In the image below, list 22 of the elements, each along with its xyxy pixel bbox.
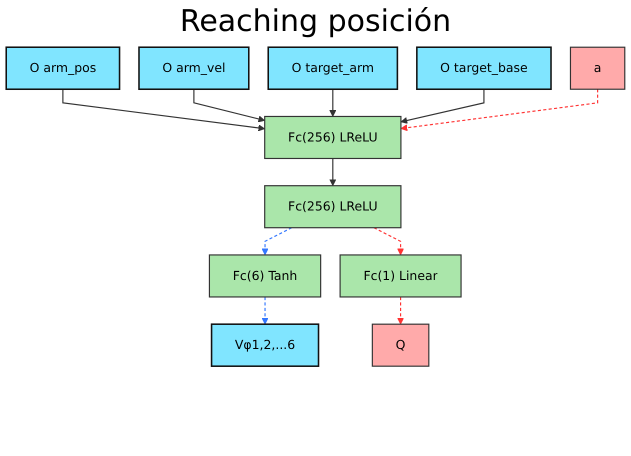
arrow (397, 296, 404, 324)
node-box: O target_arm (267, 46, 398, 90)
node-box: Fc(6) Tanh (208, 254, 322, 298)
node-box: O arm_pos (5, 46, 120, 90)
arrow (374, 227, 404, 256)
arrow (262, 296, 268, 324)
node-box: a (570, 46, 626, 90)
node-box: Q (372, 324, 430, 367)
node-box: Fc(256) LReLU (264, 185, 402, 228)
node-box: Vφ1,2,...6 (210, 323, 320, 367)
arrow (329, 158, 336, 186)
node-box: Fc(1) Linear (340, 254, 462, 298)
arrow (400, 89, 598, 132)
node-box: O arm_vel (138, 46, 250, 90)
arrow (193, 89, 265, 122)
arrow (62, 89, 265, 132)
node-box: O target_base (416, 46, 552, 90)
arrow (262, 227, 292, 256)
arrow (400, 89, 484, 124)
arrow (329, 89, 336, 117)
node-box: Fc(256) LReLU (264, 116, 402, 160)
diagram-title: Reaching posición (180, 4, 452, 39)
